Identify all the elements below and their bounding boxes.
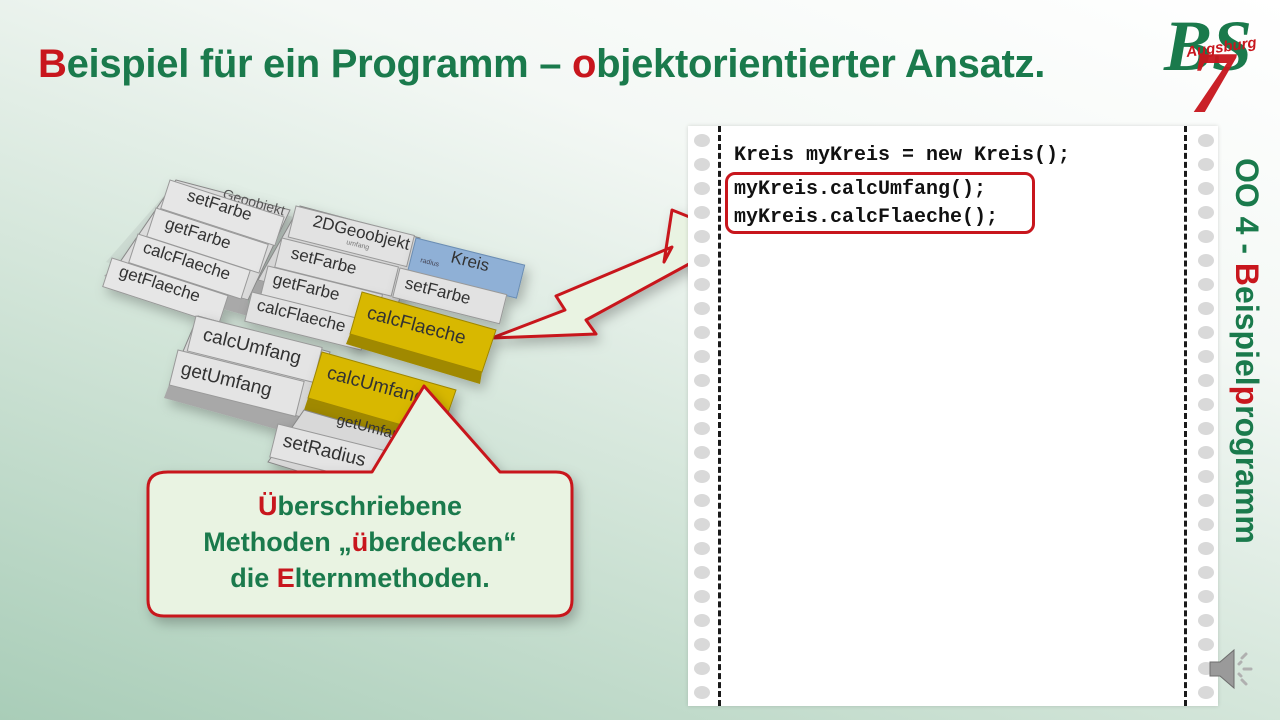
code-highlight-box — [725, 172, 1035, 234]
paper-hole — [1198, 422, 1214, 435]
paper-hole — [1198, 254, 1214, 267]
paper-hole — [694, 662, 710, 675]
paper-hole — [1198, 182, 1214, 195]
paper-hole — [1198, 398, 1214, 411]
callout-line2: Methoden „überdecken“ — [150, 524, 570, 560]
side-title-b: B — [1229, 262, 1265, 287]
paper-hole — [694, 278, 710, 291]
page-title: Beispiel für ein Programm – objektorient… — [38, 42, 1045, 87]
paper-hole — [694, 494, 710, 507]
paper-holes-left — [692, 126, 712, 706]
paper-hole — [694, 566, 710, 579]
paper-hole — [1198, 278, 1214, 291]
paper-hole — [694, 590, 710, 603]
paper-hole — [1198, 470, 1214, 483]
paper-hole — [1198, 350, 1214, 363]
callout-text: Überschriebene Methoden „überdecken“ die… — [150, 488, 570, 596]
paper-hole — [694, 518, 710, 531]
paper-hole — [694, 614, 710, 627]
bs7-logo-icon: BS 7 Augsburg — [1163, 6, 1258, 132]
paper-hole — [1198, 590, 1214, 603]
school-logo: BS 7 Augsburg — [1162, 6, 1272, 132]
side-title: OO 4 - Beispielprogramm — [1226, 158, 1276, 618]
callout-line3-pre: die — [230, 563, 277, 593]
callout-line1: Überschriebene — [150, 488, 570, 524]
title-letter-b: B — [38, 42, 67, 86]
side-title-part3: rogramm — [1229, 405, 1265, 544]
code-line-2: myKreis.calcUmfang(); — [734, 178, 987, 201]
callout-bubble — [146, 384, 574, 618]
paper-hole — [694, 542, 710, 555]
paper-hole — [694, 446, 710, 459]
title-part2: bjektorientierter Ansatz. — [596, 42, 1046, 86]
paper-hole — [694, 302, 710, 315]
callout-line1-rest: berschriebene — [277, 491, 463, 521]
paper-hole — [1198, 494, 1214, 507]
callout-u-letter: Ü — [257, 491, 278, 521]
paper-hole — [694, 158, 710, 171]
paper-hole — [1198, 158, 1214, 171]
callout-e-letter: E — [276, 563, 295, 593]
paper-hole — [694, 686, 710, 699]
paper-hole — [1198, 446, 1214, 459]
paper-hole — [694, 374, 710, 387]
speaker-icon[interactable] — [1206, 646, 1258, 692]
paper-holes-right — [1196, 126, 1216, 706]
kreis-sub: radius — [420, 257, 441, 269]
notebook-paper — [688, 126, 1218, 706]
paper-hole — [1198, 566, 1214, 579]
paper-hole — [1198, 230, 1214, 243]
paper-hole — [1198, 302, 1214, 315]
side-title-part1: OO 4 - — [1229, 158, 1265, 263]
paper-hole — [1198, 518, 1214, 531]
title-part1: eispiel für ein Programm – — [66, 42, 572, 86]
paper-hole — [694, 254, 710, 267]
paper-hole — [1198, 686, 1214, 699]
callout-line2-rest: berdecken“ — [368, 527, 517, 557]
code-line-1: Kreis myKreis = new Kreis(); — [734, 144, 1071, 167]
paper-hole — [694, 638, 710, 651]
logo-number: 7 — [1190, 35, 1237, 120]
paper-hole — [1198, 374, 1214, 387]
paper-hole — [1198, 638, 1214, 651]
callout-line2-pre: Methoden „ — [203, 527, 352, 557]
callout-line3: die Elternmethoden. — [150, 560, 570, 596]
paper-margin-left — [718, 126, 721, 706]
paper-hole — [694, 470, 710, 483]
paper-hole — [694, 326, 710, 339]
paper-hole — [694, 206, 710, 219]
paper-hole — [694, 134, 710, 147]
paper-hole — [694, 422, 710, 435]
paper-hole — [694, 350, 710, 363]
paper-hole — [1198, 134, 1214, 147]
callout-line3-rest: lternmethoden. — [294, 563, 490, 593]
paper-margin-right — [1184, 126, 1187, 706]
paper-hole — [694, 398, 710, 411]
lower-class: getUmfan setRadius — [267, 409, 409, 501]
callout-u2-letter: ü — [351, 527, 369, 557]
paper-hole — [694, 182, 710, 195]
side-title-part2: eispiel — [1229, 286, 1265, 386]
logo-letters: BS — [1163, 8, 1252, 86]
code-line-3: myKreis.calcFlaeche(); — [734, 206, 999, 229]
side-title-p: p — [1229, 385, 1265, 406]
geoobjekt-class: Geoobjekt setFarbe getFarbe calcFlaeche … — [102, 179, 291, 325]
kreis-class: Kreis radius setFarbe — [392, 237, 526, 325]
paper-hole — [694, 230, 710, 243]
paper-hole — [1198, 206, 1214, 219]
paper-hole — [1198, 542, 1214, 555]
paper-hole — [1198, 326, 1214, 339]
title-letter-o: o — [572, 42, 597, 86]
paper-hole — [1198, 614, 1214, 627]
